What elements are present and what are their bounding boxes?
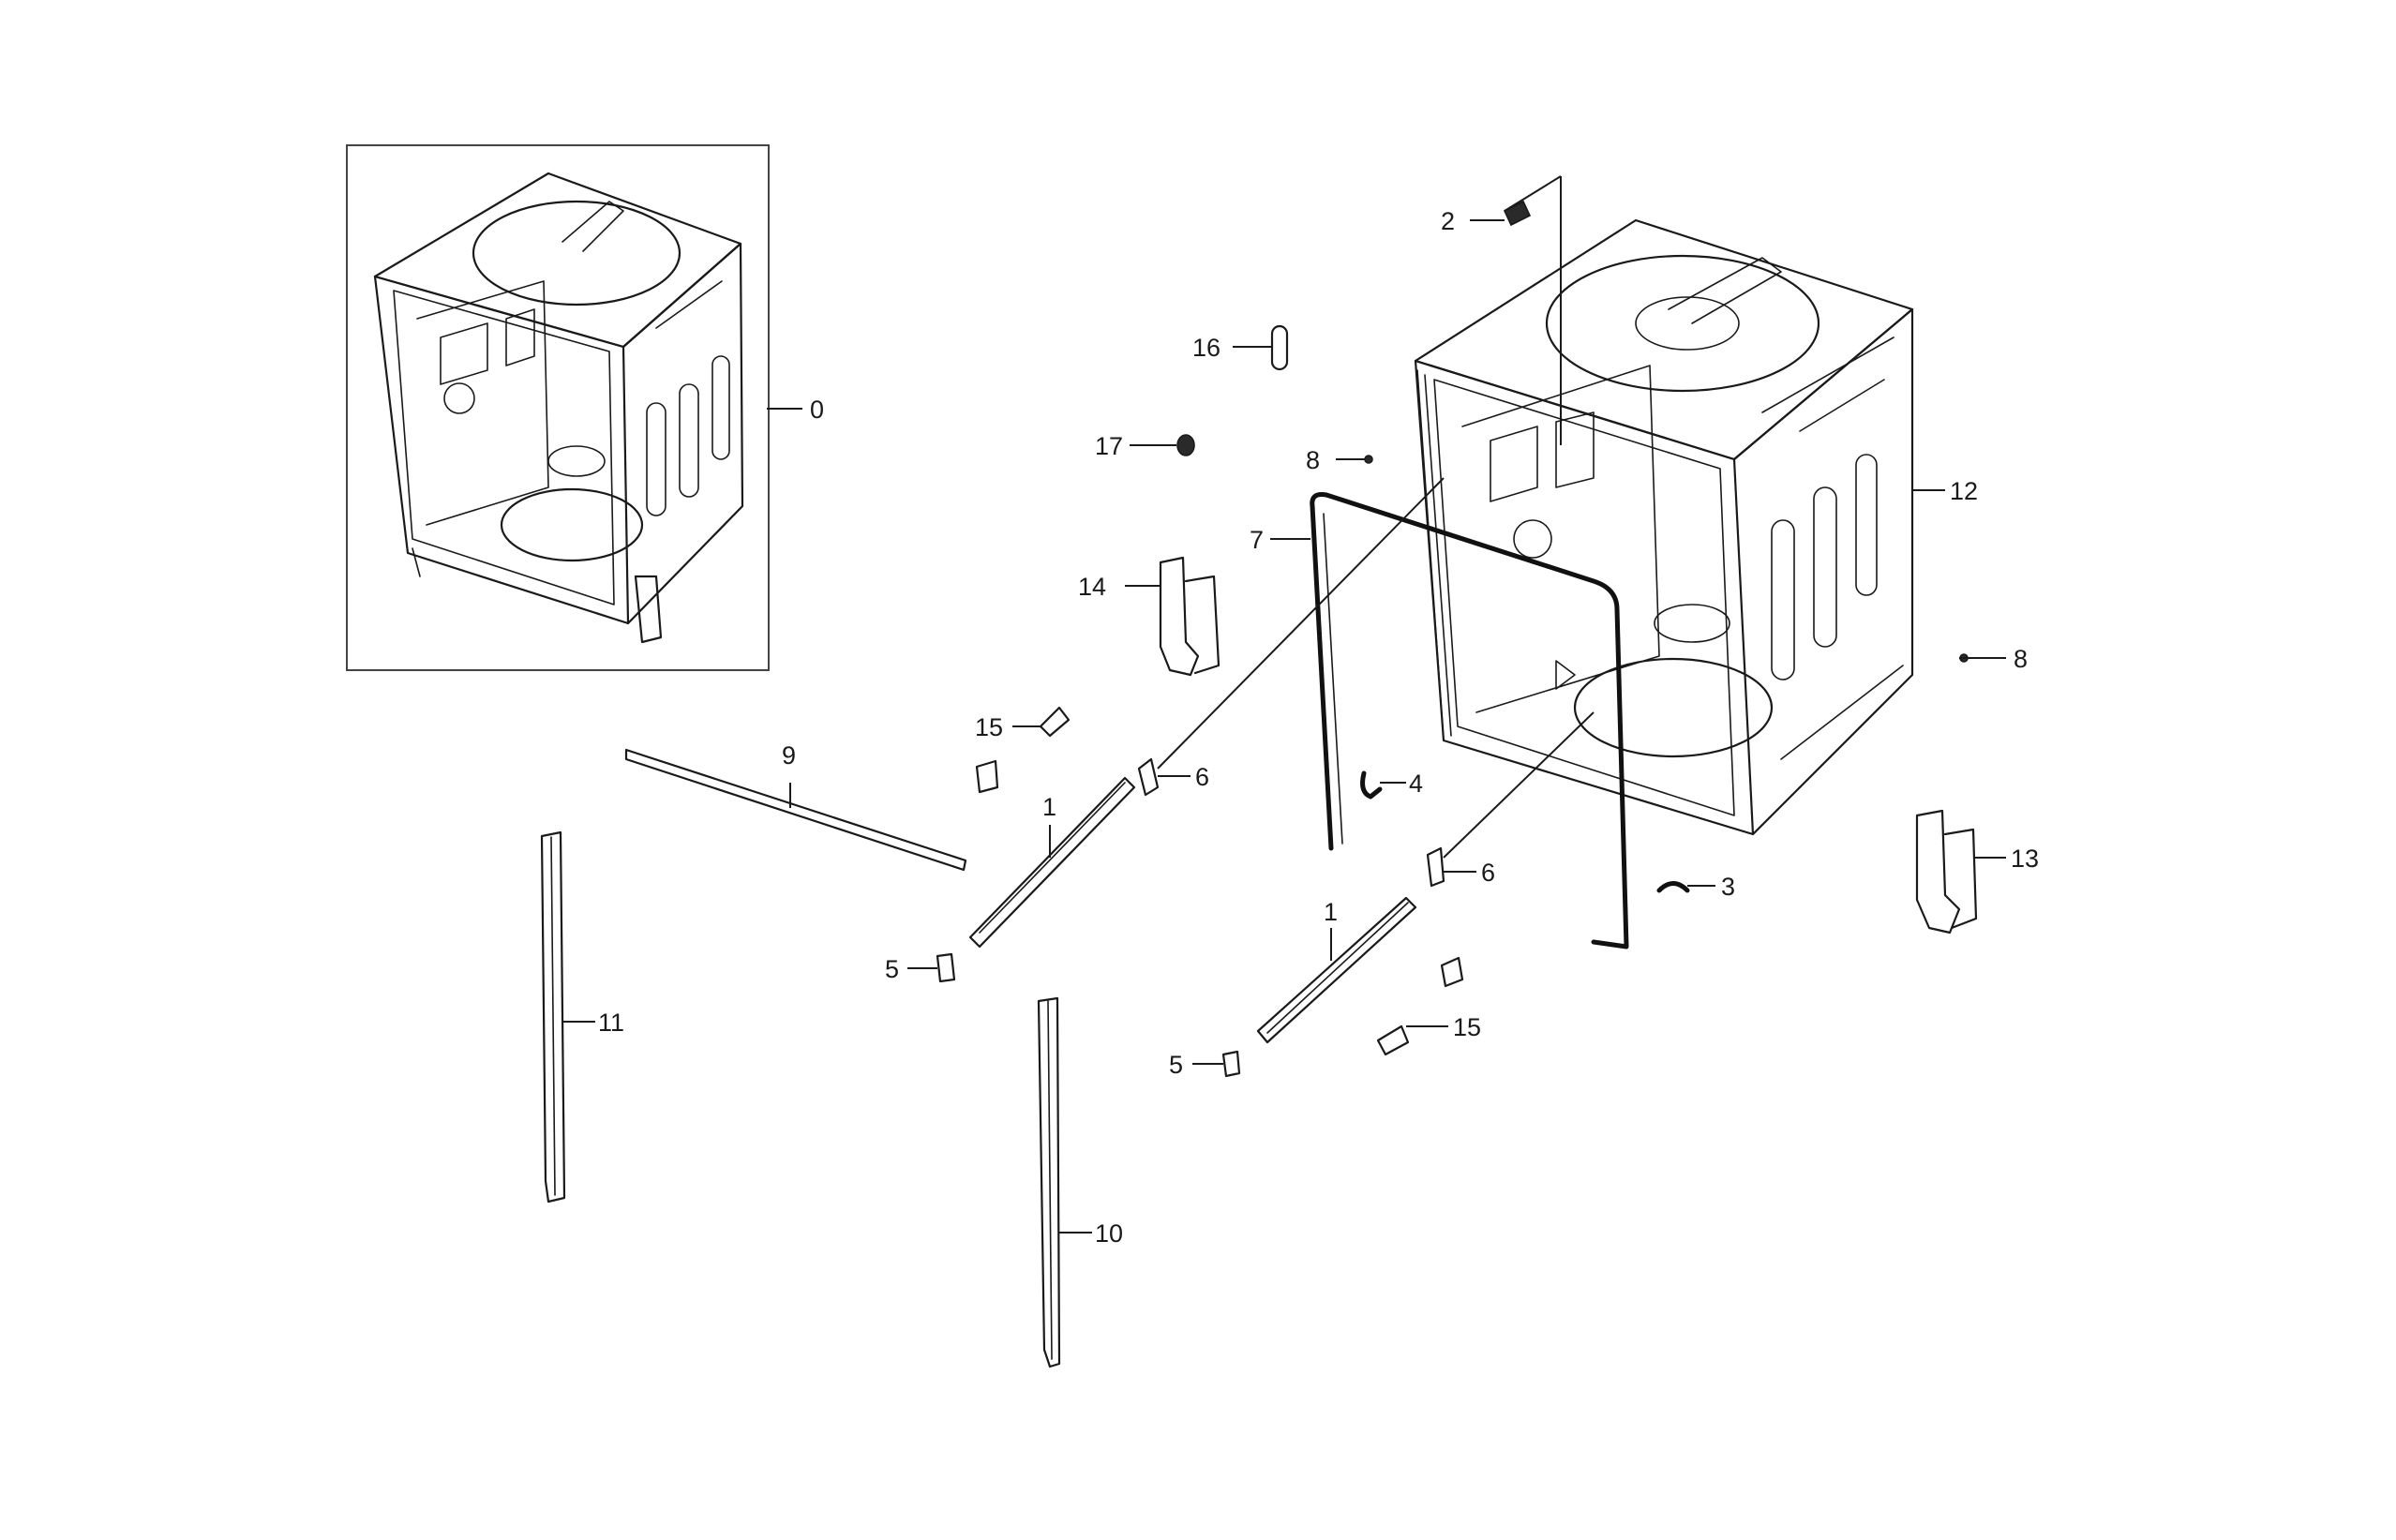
part-1-rail-a: [968, 776, 1136, 949]
part-1-rail-b: [1256, 896, 1417, 1044]
callout-1b: 1: [1324, 898, 1338, 926]
part-17-grommet: [1176, 434, 1195, 456]
callout-17: 17: [1095, 432, 1123, 460]
part-5-roller-a: [936, 952, 956, 983]
part-8-screw-a: [1364, 455, 1373, 464]
part-3-tube: [1656, 881, 1690, 893]
callout-5b: 5: [1169, 1051, 1183, 1079]
callout-11: 11: [598, 1009, 624, 1037]
part-11-strip: [540, 830, 566, 1204]
callout-16: 16: [1192, 334, 1220, 362]
door-gasket: [1310, 492, 1629, 949]
callout-labels: 0 2 16 17 8 8 7 12 14 13 15 15 6 6 4 3 9…: [598, 207, 2039, 1248]
part-6-clip-a: [1137, 757, 1160, 797]
callout-9: 9: [782, 741, 796, 770]
callout-6a: 6: [1195, 763, 1209, 791]
callout-14: 14: [1078, 573, 1106, 601]
callout-1a: 1: [1042, 793, 1056, 821]
main-tub: [1414, 218, 1914, 836]
callout-0: 0: [810, 396, 824, 424]
callout-6b: 6: [1481, 859, 1495, 887]
part-6-clip-b: [1426, 846, 1445, 888]
callout-8b: 8: [2014, 645, 2028, 673]
callout-3: 3: [1721, 873, 1735, 901]
callout-13: 13: [2011, 845, 2039, 873]
part-9-strip: [624, 748, 967, 872]
callout-4: 4: [1409, 770, 1423, 798]
part-15-bracket-b: [975, 759, 999, 794]
part-13-hinge: [1915, 809, 1978, 934]
part-15-bracket-d: [1376, 1024, 1410, 1056]
inset-tub-assembly: [346, 144, 770, 671]
callout-15b: 15: [1453, 1013, 1481, 1041]
part-2-clip: [1503, 200, 1532, 227]
inset-frame: [346, 144, 770, 671]
part-4-tube: [1360, 770, 1383, 800]
callout-10: 10: [1095, 1219, 1123, 1248]
leader-lines: [562, 175, 2006, 1233]
part-5-roller-b: [1221, 1050, 1241, 1078]
callout-8a: 8: [1306, 446, 1320, 474]
callout-12: 12: [1950, 477, 1978, 505]
callout-7: 7: [1250, 526, 1264, 554]
part-16-spring: [1270, 324, 1289, 371]
part-14-hinge: [1159, 556, 1220, 677]
callout-2: 2: [1441, 207, 1455, 235]
callout-5a: 5: [885, 955, 899, 983]
part-15-bracket-c: [1440, 956, 1464, 988]
callout-15a: 15: [975, 713, 1003, 741]
part-10-strip: [1037, 996, 1061, 1368]
part-15-bracket-a: [1039, 706, 1071, 738]
